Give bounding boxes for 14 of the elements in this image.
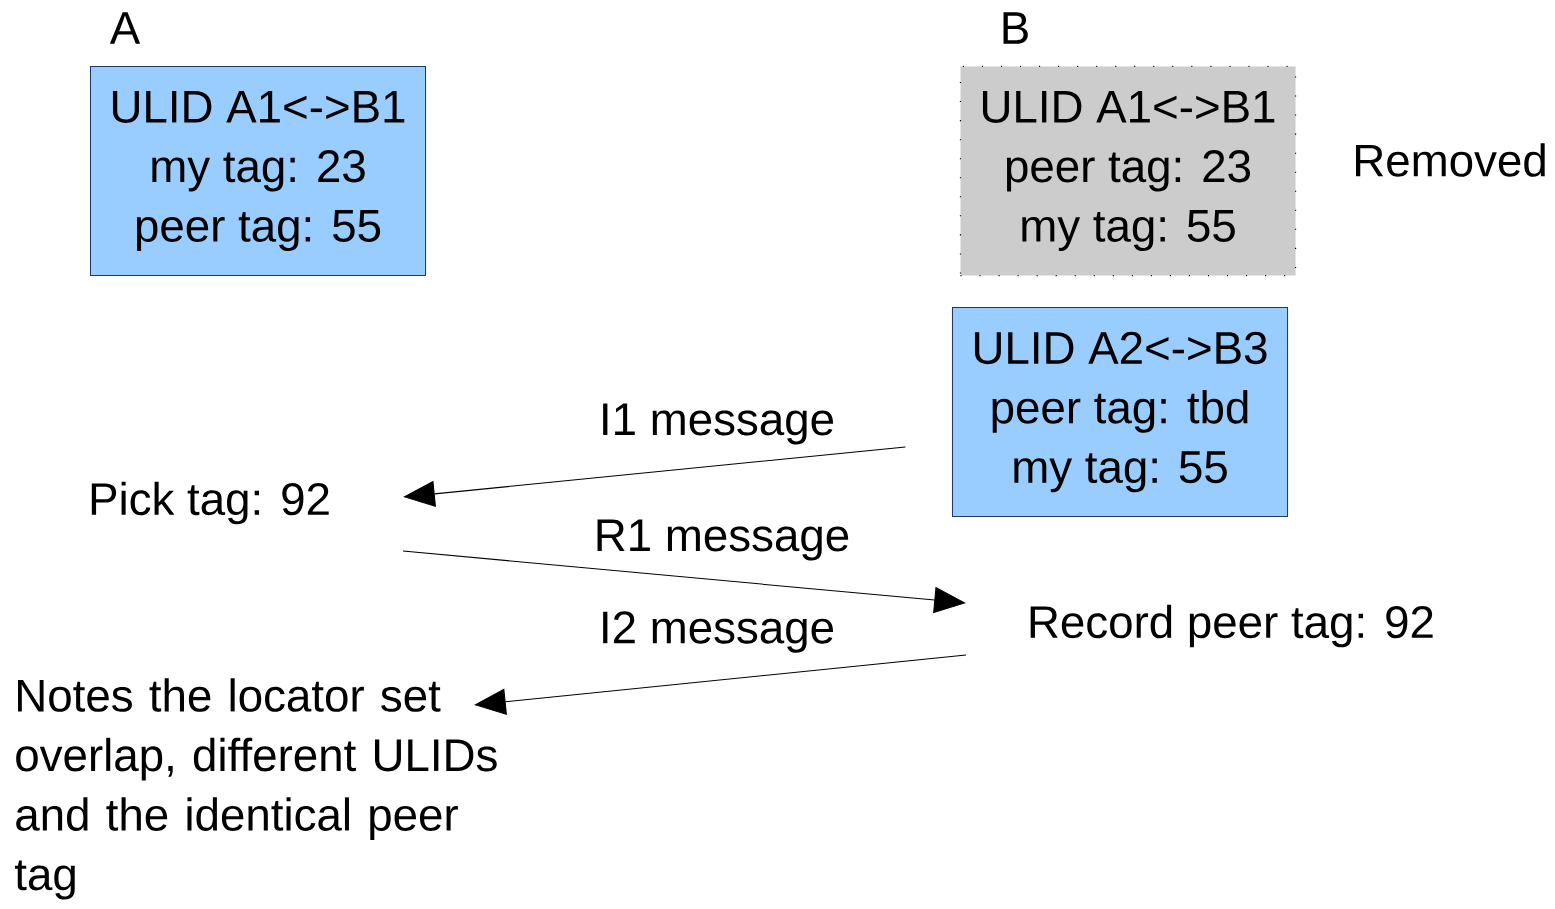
edge-label: I2 message [597,609,837,655]
edge-label: R1 message [592,518,852,562]
step-text: Notes the locator set overlap, different ULIDs and the identical peer tag [15,678,497,900]
step-text: Record peer tag: 92 [1030,604,1433,648]
message-arrow [403,446,906,508]
column-heading: A [109,12,141,44]
step-text: Pick tag: 92 [91,481,329,525]
tag-box: ULID A2<->B3 peer tag: tbd my tag: 55 [951,306,1289,518]
message-arrow [402,550,966,614]
edge-label: I1 message [597,402,837,446]
tag-box: ULID A1<->B1 peer tag: 23 my tag: 55 [959,65,1297,277]
tag-box: ULID A1<->B1 my tag: 23 peer tag: 55 [89,65,427,277]
column-heading: B [1003,12,1028,44]
status-text: Removed [1356,143,1545,177]
